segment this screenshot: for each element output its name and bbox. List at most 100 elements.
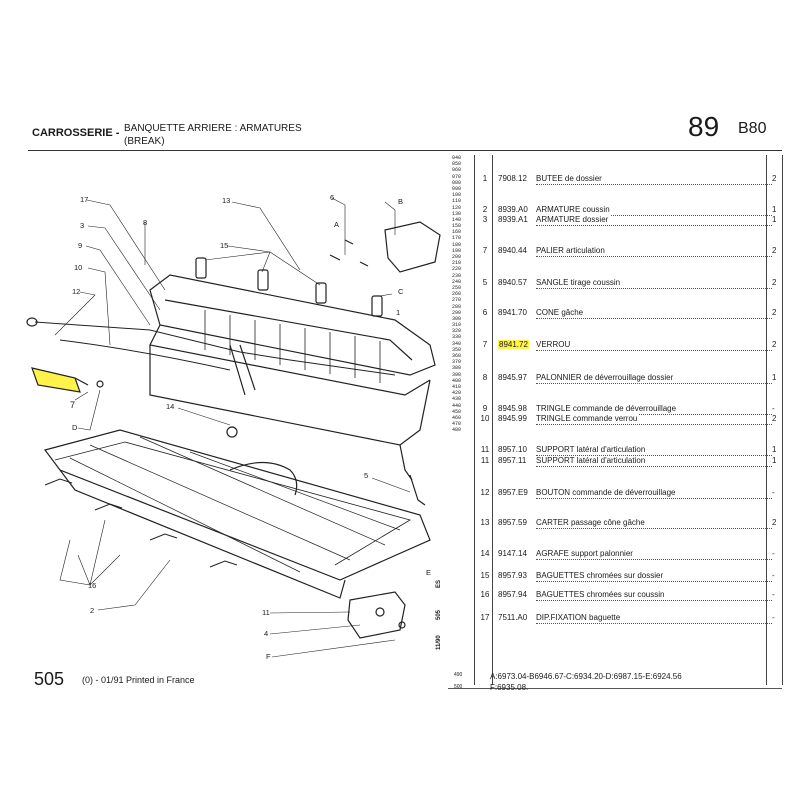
scale-mark: 100 <box>452 192 462 199</box>
part-reference-value: 8939.A0 <box>498 205 528 214</box>
callout-6: 6 <box>330 193 335 202</box>
leader-dots <box>536 600 772 601</box>
part-description: TRINGLE commande verrou <box>536 414 640 423</box>
scale-500: 500 <box>454 684 463 690</box>
callout-10: 10 <box>74 263 83 272</box>
part-quantity: 2 <box>772 414 777 423</box>
part-reference: 8939.A1 <box>498 215 528 224</box>
part-index: 16 <box>480 590 490 599</box>
part-reference: 8957.94 <box>498 590 527 599</box>
part-index: 14 <box>480 549 490 558</box>
part-quantity: 1 <box>772 373 777 382</box>
callout-2: 2 <box>90 606 95 615</box>
scale-mark: 200 <box>452 254 462 260</box>
scale-mark: 470 <box>452 421 462 428</box>
part-quantity: 2 <box>772 340 777 349</box>
part-quantity: - <box>772 549 775 558</box>
callout-11: 11 <box>262 608 270 617</box>
part-description: BAGUETTES chromées sur coussin <box>536 590 667 599</box>
callout-3: 3 <box>80 221 85 230</box>
part-quantity: 2 <box>772 518 777 527</box>
part-reference: 8945.98 <box>498 404 527 413</box>
part-reference-value: 8957.94 <box>498 590 527 599</box>
part-quantity: 2 <box>772 278 777 287</box>
callout-5: 5 <box>364 471 369 480</box>
callout-14: 14 <box>166 402 175 411</box>
table-divider-right <box>782 155 783 685</box>
part-index: 2 <box>482 205 488 214</box>
callout-1: 1 <box>396 308 401 317</box>
scale-mark: 040 <box>452 155 462 161</box>
part-reference: 9147.14 <box>498 549 527 558</box>
leader-dots <box>536 455 772 456</box>
part-description: CARTER passage cône gâche <box>536 518 647 527</box>
table-divider-left <box>474 155 475 685</box>
scale-mark: 220 <box>452 266 462 273</box>
scale-mark: 140 <box>452 216 462 223</box>
part-quantity: - <box>772 590 775 599</box>
callout-8: 8 <box>143 218 148 227</box>
callout-9: 9 <box>78 241 83 250</box>
callout-A: A <box>334 220 340 229</box>
part-quantity: 1 <box>772 456 777 465</box>
part-index: 11 <box>480 456 490 465</box>
leader-dots <box>536 215 772 216</box>
part-description: BUTEE de dossier <box>536 174 604 183</box>
scale-mark: 260 <box>452 291 462 298</box>
scale-mark: 330 <box>452 334 462 341</box>
scale-mark: 460 <box>452 414 462 421</box>
callout-B: B <box>398 197 404 206</box>
part-quantity: - <box>772 571 775 580</box>
scale-mark: 170 <box>452 235 462 242</box>
part-index: 6 <box>482 308 488 317</box>
scale-mark: 230 <box>452 272 462 279</box>
header-rule <box>28 150 782 151</box>
part-description: ARMATURE coussin <box>536 205 612 214</box>
scale-mark: 390 <box>452 371 462 378</box>
part-description: SUPPORT latéral d'articulation <box>536 456 648 465</box>
scale-mark: 160 <box>452 229 462 236</box>
scale-mark: 080 <box>452 179 462 186</box>
scale-mark: 090 <box>452 185 462 192</box>
part-reference-value: 8941.72 <box>498 340 529 349</box>
footer-ref-line-2: F:6935.08. <box>490 683 529 692</box>
part-index: 12 <box>480 488 490 497</box>
title-line-2: (BREAK) <box>124 136 165 147</box>
part-reference: 8957.59 <box>498 518 527 527</box>
part-quantity: 1 <box>772 215 777 224</box>
part-index: 7 <box>482 340 488 349</box>
callout-17: 17 <box>80 195 89 204</box>
part-description: BOUTON commande de déverrouillage <box>536 488 678 497</box>
footer-print-info: (0) - 01/91 Printed in France <box>82 675 195 685</box>
part-reference: 8941.72 <box>498 340 529 349</box>
part-reference-value: 8945.98 <box>498 404 527 413</box>
scale-mark: 420 <box>452 390 462 397</box>
scale-mark: 310 <box>452 322 462 329</box>
part-reference: 7908.12 <box>498 174 527 183</box>
page-number: 89 <box>688 111 720 142</box>
part-description: PALONNIER de déverrouillage dossier <box>536 373 676 382</box>
part-reference: 8940.57 <box>498 278 527 287</box>
scale-mark: 360 <box>452 353 462 359</box>
leader-dots <box>536 225 772 226</box>
part-description: BAGUETTES chromées sur dossier <box>536 571 666 580</box>
part-quantity: - <box>772 404 775 413</box>
scale-mark: 180 <box>452 241 462 248</box>
scale-mark: 250 <box>452 284 462 291</box>
part-quantity: 2 <box>772 174 777 183</box>
part-reference-value: 8945.97 <box>498 373 527 382</box>
part-index: 7 <box>482 246 488 255</box>
part-description: TRINGLE commande de déverrouillage <box>536 404 679 413</box>
scale-mark: 290 <box>452 309 462 316</box>
